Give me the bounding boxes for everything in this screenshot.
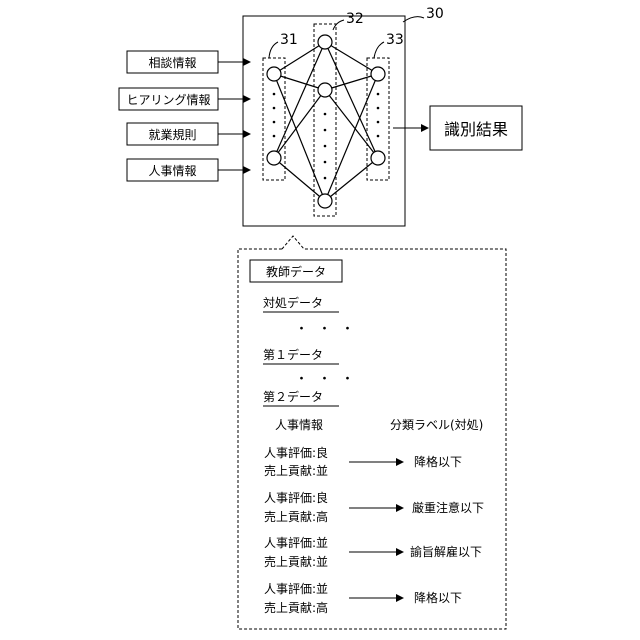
- row-3-label: 諭旨解雇以下: [410, 545, 482, 559]
- row-2-sales: 売上貢献:高: [264, 510, 328, 524]
- row-4-label: 降格以下: [414, 591, 462, 605]
- hidden-layer-box: [314, 24, 336, 216]
- ref-number-output-layer: 33: [386, 32, 404, 48]
- item-first-data: 第１データ: [263, 348, 323, 362]
- output-node: [371, 67, 385, 81]
- column-header-label: 分類ラベル(対処): [390, 418, 483, 432]
- ref-number-hidden-layer: 32: [346, 11, 364, 27]
- column-header-personnel: 人事情報: [275, 418, 323, 432]
- input-node: [267, 67, 281, 81]
- output-node: [371, 151, 385, 165]
- item-second-data: 第２データ: [263, 390, 323, 404]
- ref-leader-30: [403, 17, 424, 22]
- input-node: [267, 151, 281, 165]
- row-2-label: 厳重注意以下: [412, 501, 484, 515]
- row-4-sales: 売上貢献:高: [264, 601, 328, 615]
- ref-leader-31: [269, 42, 278, 58]
- ellipsis-2: ・・・: [295, 368, 364, 387]
- input-label-consultation: 相談情報: [127, 51, 218, 73]
- teacher-title: 教師データ: [250, 260, 342, 282]
- hidden-node: [318, 194, 332, 208]
- row-3-eval: 人事評価:並: [264, 536, 328, 550]
- ref-leader-33: [374, 42, 384, 58]
- input-label-work-rules: 就業規則: [127, 123, 218, 145]
- ref-number-model: 30: [426, 6, 444, 22]
- ref-number-input-layer: 31: [280, 32, 298, 48]
- input-label-hearing: ヒアリング情報: [119, 88, 218, 110]
- input-label-personnel: 人事情報: [127, 159, 218, 181]
- row-4-eval: 人事評価:並: [264, 582, 328, 596]
- item-coping-data: 対処データ: [263, 296, 323, 310]
- result-label: 識別結果: [430, 106, 522, 150]
- hidden-node: [318, 83, 332, 97]
- ref-leader-32: [333, 20, 344, 30]
- hidden-node: [318, 35, 332, 49]
- row-1-sales: 売上貢献:並: [264, 464, 328, 478]
- network-connections: [274, 42, 378, 201]
- row-1-label: 降格以下: [414, 455, 462, 469]
- layer-ellipsis-dots: [273, 93, 380, 180]
- row-3-sales: 売上貢献:並: [264, 555, 328, 569]
- teacher-callout-frame: [238, 236, 506, 629]
- ellipsis-1: ・・・: [295, 318, 364, 337]
- row-2-eval: 人事評価:良: [264, 491, 328, 505]
- row-1-eval: 人事評価:良: [264, 446, 328, 460]
